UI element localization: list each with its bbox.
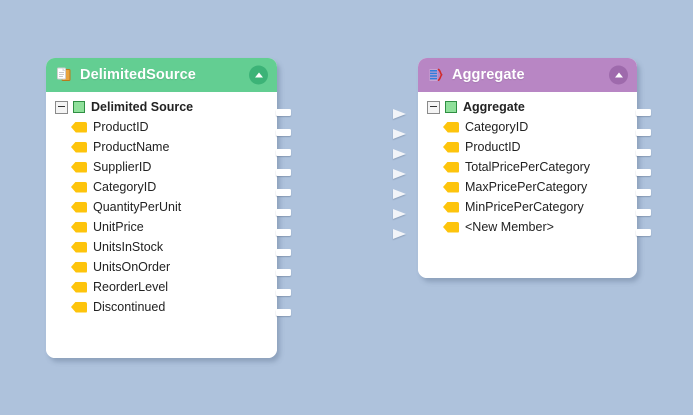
tree-root-aggregate[interactable]: Aggregate: [418, 97, 637, 117]
field-tag-icon: [443, 141, 459, 153]
input-connector-arrow[interactable]: [393, 169, 406, 179]
output-connector-stub[interactable]: [636, 209, 651, 216]
field-tag-icon: [71, 201, 87, 213]
field-label: MaxPricePerCategory: [465, 180, 588, 194]
field-tag-icon: [443, 221, 459, 233]
field-label: ProductID: [465, 140, 521, 154]
green-square-icon: [445, 101, 457, 113]
list-item[interactable]: <New Member>: [418, 217, 637, 237]
node-header-aggregate[interactable]: Aggregate: [418, 58, 637, 92]
input-connector-arrow[interactable]: [393, 209, 406, 219]
field-label: Discontinued: [93, 300, 166, 314]
field-tag-icon: [71, 181, 87, 193]
field-tree-delimited-source: Delimited Source ProductID ProductName S…: [46, 92, 277, 317]
output-connector-stub[interactable]: [276, 249, 291, 256]
field-label: UnitsInStock: [93, 240, 164, 254]
field-label: ProductName: [93, 140, 170, 154]
list-item[interactable]: MinPricePerCategory: [418, 197, 637, 217]
input-connector-arrow[interactable]: [393, 109, 406, 119]
list-item[interactable]: ProductID: [46, 117, 277, 137]
output-connector-stub[interactable]: [276, 169, 291, 176]
output-connector-stub[interactable]: [636, 189, 651, 196]
field-label: ProductID: [93, 120, 149, 134]
field-label: TotalPricePerCategory: [465, 160, 591, 174]
output-connector-stub[interactable]: [636, 129, 651, 136]
field-tag-icon: [71, 261, 87, 273]
output-connector-stub[interactable]: [276, 109, 291, 116]
output-connector-stub[interactable]: [276, 229, 291, 236]
field-tag-icon: [443, 181, 459, 193]
field-tag-icon: [71, 281, 87, 293]
list-item[interactable]: Discontinued: [46, 297, 277, 317]
output-connector-stub[interactable]: [276, 289, 291, 296]
caret-up-icon: [614, 72, 623, 78]
input-connector-arrow[interactable]: [393, 189, 406, 199]
field-label: <New Member>: [465, 220, 554, 234]
field-label: UnitPrice: [93, 220, 144, 234]
field-tag-icon: [71, 221, 87, 233]
field-tag-icon: [71, 241, 87, 253]
output-connector-stub[interactable]: [636, 149, 651, 156]
minus-box-icon[interactable]: [55, 100, 68, 114]
list-item[interactable]: CategoryID: [418, 117, 637, 137]
list-item[interactable]: TotalPricePerCategory: [418, 157, 637, 177]
field-label: CategoryID: [93, 180, 157, 194]
tree-root-label: Aggregate: [463, 100, 525, 114]
node-title-delimited-source: DelimitedSource: [80, 67, 196, 83]
tree-root-delimited-source[interactable]: Delimited Source: [46, 97, 277, 117]
field-label: ReorderLevel: [93, 280, 169, 294]
list-item[interactable]: MaxPricePerCategory: [418, 177, 637, 197]
output-connector-stub[interactable]: [636, 229, 651, 236]
output-connector-stub[interactable]: [276, 269, 291, 276]
node-header-delimited-source[interactable]: DelimitedSource: [46, 58, 277, 92]
tree-root-label: Delimited Source: [91, 100, 194, 114]
documents-icon: [55, 66, 73, 84]
field-tag-icon: [71, 141, 87, 153]
output-connector-stub[interactable]: [276, 129, 291, 136]
node-aggregate[interactable]: Aggregate Aggregate CategoryID: [393, 58, 651, 278]
output-connector-stub[interactable]: [636, 109, 651, 116]
output-connector-stub[interactable]: [276, 209, 291, 216]
field-tree-aggregate: Aggregate CategoryID ProductID TotalPric…: [418, 92, 637, 237]
field-tag-icon: [443, 201, 459, 213]
list-item[interactable]: ProductName: [46, 137, 277, 157]
node-delimited-source[interactable]: DelimitedSource Delimited Source Product…: [46, 58, 291, 358]
list-item[interactable]: UnitsOnOrder: [46, 257, 277, 277]
field-label: SupplierID: [93, 160, 152, 174]
collapse-button-delimited-source[interactable]: [249, 65, 268, 85]
output-connector-stub[interactable]: [276, 149, 291, 156]
list-item[interactable]: QuantityPerUnit: [46, 197, 277, 217]
list-item[interactable]: ProductID: [418, 137, 637, 157]
field-label: CategoryID: [465, 120, 529, 134]
field-label: UnitsOnOrder: [93, 260, 171, 274]
output-connector-stub[interactable]: [276, 309, 291, 316]
green-square-icon: [73, 101, 85, 113]
field-label: MinPricePerCategory: [465, 200, 584, 214]
list-item[interactable]: CategoryID: [46, 177, 277, 197]
input-connector-arrow[interactable]: [393, 149, 406, 159]
list-item[interactable]: UnitsInStock: [46, 237, 277, 257]
minus-box-icon[interactable]: [427, 100, 440, 114]
node-title-aggregate: Aggregate: [452, 67, 525, 83]
output-connector-stub[interactable]: [636, 169, 651, 176]
input-connector-arrow[interactable]: [393, 229, 406, 239]
input-connector-arrow[interactable]: [393, 129, 406, 139]
collapse-button-aggregate[interactable]: [609, 65, 628, 85]
aggregate-icon: [427, 66, 445, 84]
list-item[interactable]: SupplierID: [46, 157, 277, 177]
list-item[interactable]: ReorderLevel: [46, 277, 277, 297]
list-item[interactable]: UnitPrice: [46, 217, 277, 237]
field-tag-icon: [71, 121, 87, 133]
field-label: QuantityPerUnit: [93, 200, 182, 214]
field-tag-icon: [443, 121, 459, 133]
output-connector-stub[interactable]: [276, 189, 291, 196]
field-tag-icon: [443, 161, 459, 173]
field-tag-icon: [71, 161, 87, 173]
caret-up-icon: [254, 72, 263, 78]
field-tag-icon: [71, 301, 87, 313]
